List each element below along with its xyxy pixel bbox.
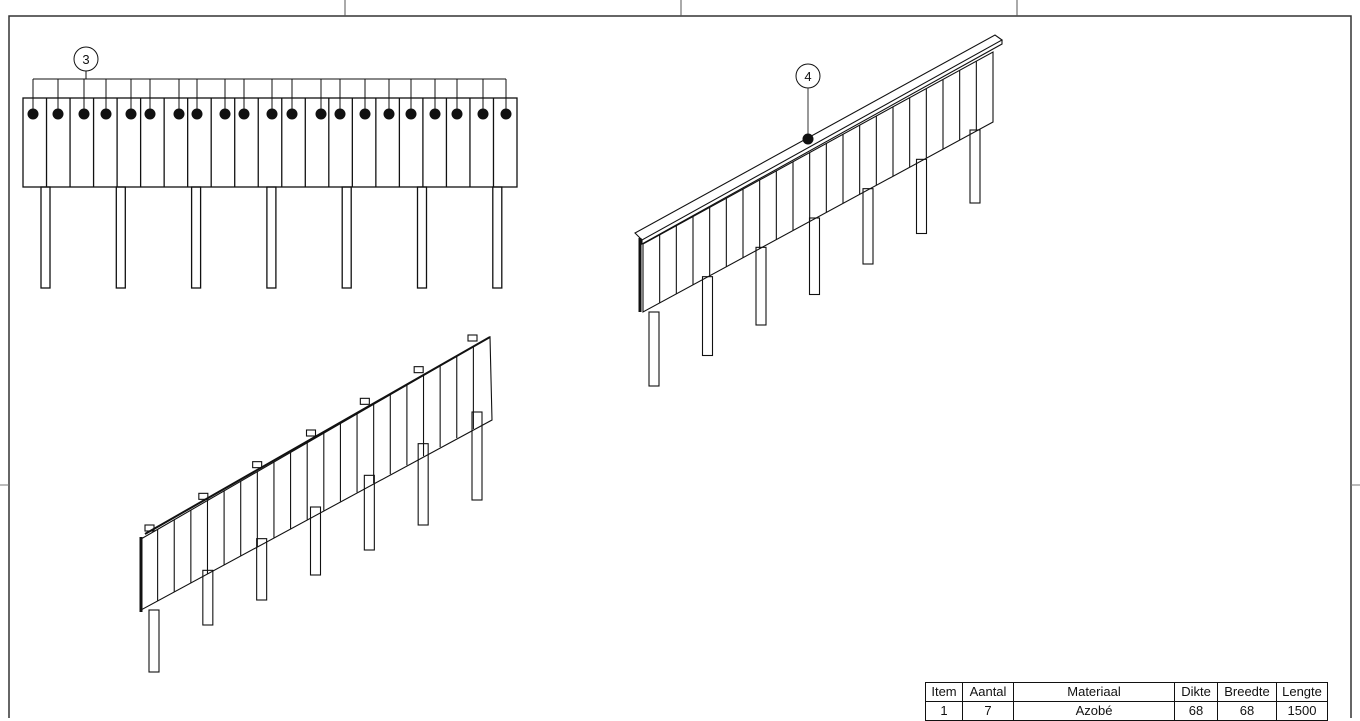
- bom-header-aantal: Aantal: [962, 682, 1014, 702]
- balloon-4: 4: [795, 63, 821, 145]
- balloon-3: 3: [73, 46, 99, 72]
- front-elevation-view: [22, 71, 518, 289]
- balloon-3-label: 3: [82, 52, 89, 67]
- bill-of-materials: Item Aantal Materiaal Dikte Breedte Leng…: [925, 682, 1328, 721]
- bom-header-item: Item: [925, 682, 963, 702]
- bom-header-materiaal: Materiaal: [1013, 682, 1175, 702]
- bom-cell-lengte: 1500: [1276, 701, 1328, 721]
- isometric-view-rear: [139, 334, 493, 673]
- isometric-view-cap-rail: [634, 34, 1004, 387]
- bom-header-dikte: Dikte: [1174, 682, 1218, 702]
- bom-header-breedte: Breedte: [1217, 682, 1277, 702]
- bom-header-row: Item Aantal Materiaal Dikte Breedte Leng…: [925, 682, 1328, 702]
- bom-header-lengte: Lengte: [1276, 682, 1328, 702]
- balloon-4-label: 4: [804, 69, 811, 84]
